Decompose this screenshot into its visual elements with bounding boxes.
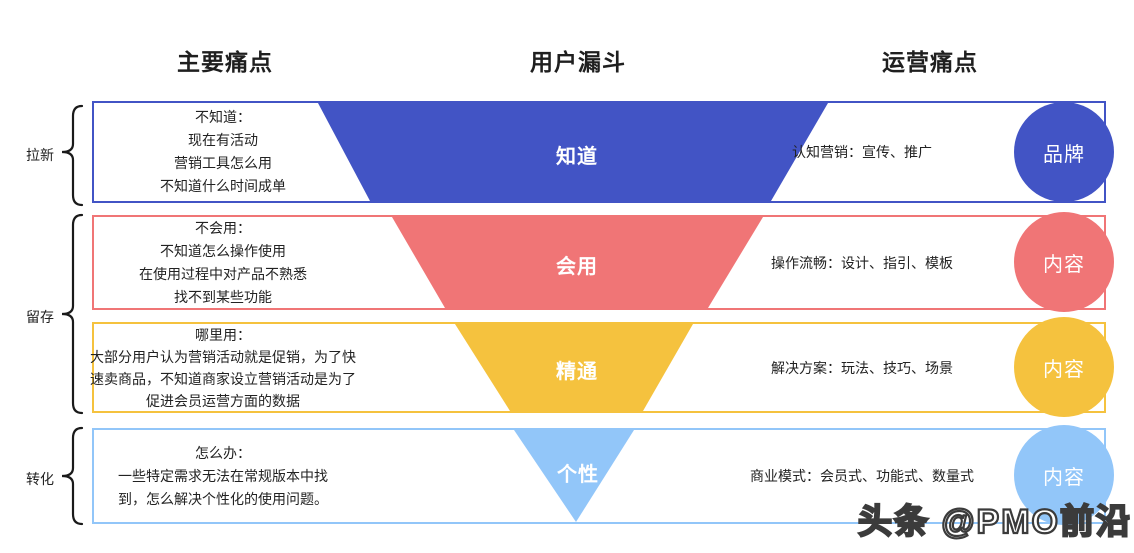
- category-circle-content-3: 内容: [1014, 425, 1114, 525]
- ops-text-master: 解决方案：玩法、技巧、场景: [771, 359, 953, 376]
- column-header-user-funnel: 用户漏斗: [530, 49, 626, 75]
- category-circle-content-2: 内容: [1014, 317, 1114, 417]
- funnel-label-master: 精通: [556, 361, 598, 383]
- ops-text-can-use: 操作流畅：设计、指引、模板: [771, 254, 953, 271]
- bracket-label-acquisition: 拉新: [26, 147, 54, 163]
- category-circle-content-1: 内容: [1014, 212, 1114, 312]
- ops-text-personal: 商业模式：会员式、功能式、数量式: [750, 468, 974, 484]
- bracket-label-retention: 留存: [26, 309, 54, 325]
- watermark: 头条 @PMO前沿: [857, 502, 1132, 542]
- pain-text-personal: 怎么办： 一些特定需求无法在常规版本中找 到，怎么解决个性化的使用问题。: [118, 444, 328, 507]
- bracket-label-conversion: 转化: [26, 471, 54, 487]
- category-circle-brand: 品牌: [1014, 102, 1114, 202]
- ops-text-know: 认知营销：宣传、推广: [792, 144, 932, 160]
- pain-text-can-use: 不会用： 不知道怎么操作使用 在使用过程中对产品不熟悉 找不到某些功能: [139, 219, 307, 305]
- column-header-ops-pain: 运营痛点: [882, 49, 978, 75]
- column-header-main-pain: 主要痛点: [177, 49, 273, 75]
- pain-text-master: 哪里用： 大部分用户认为营销活动就是促销，为了快 速卖商品，不知道商家设立营销活…: [90, 326, 356, 409]
- funnel-label-personal: 个性: [557, 464, 599, 486]
- pain-text-know: 不知道： 现在有活动 营销工具怎么用 不知道什么时间成单: [160, 109, 286, 194]
- funnel-label-know: 知道: [556, 146, 598, 168]
- funnel-label-can-use: 会用: [556, 256, 598, 278]
